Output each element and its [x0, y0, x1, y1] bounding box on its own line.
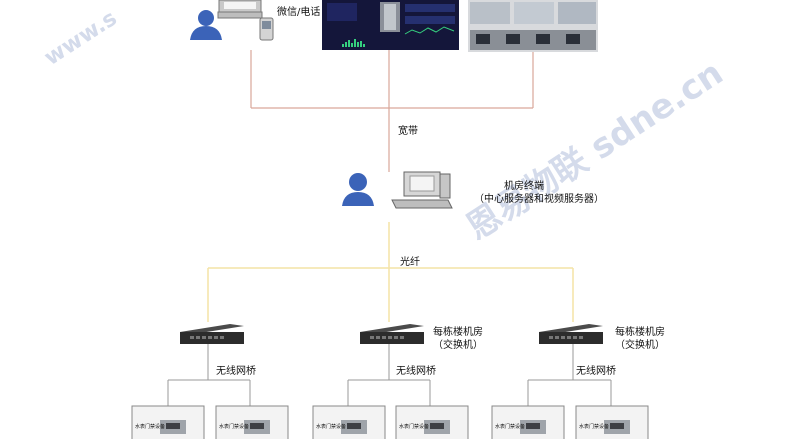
- fiber-lines: [207, 222, 574, 322]
- network-switch-icon: [539, 324, 603, 344]
- server-room-user-icon: [342, 173, 374, 206]
- server-room-subtitle: （中心服务器和视频服务器）: [474, 194, 604, 205]
- network-switch-icon: [360, 324, 424, 344]
- mobile-phone-icon: [259, 17, 274, 41]
- device-caption: 水表门禁设备: [135, 424, 166, 430]
- user-icon: [190, 10, 222, 40]
- building-room-subtitle: （交换机）: [433, 340, 483, 351]
- building-room-label-2: 每栋楼机房 （交换机）: [610, 326, 670, 352]
- access-device-icon: [491, 405, 565, 439]
- access-device-icon: [575, 405, 649, 439]
- broadband-label: 宽带: [398, 126, 418, 137]
- access-device-icon: [312, 405, 386, 439]
- access-device-icon: [395, 405, 469, 439]
- wechat-phone-label: 微信/电话: [277, 7, 321, 18]
- server-room-label: 机房终端 （中心服务器和视频服务器）: [474, 180, 604, 206]
- access-device-icon: [131, 405, 205, 439]
- access-device-icon: [215, 405, 289, 439]
- wireless-bridge-label-2: 无线网桥: [396, 366, 436, 377]
- desktop-computer-icon: [217, 0, 263, 19]
- building-room-title: 每栋楼机房: [615, 327, 665, 338]
- server-room-title: 机房终端: [504, 181, 544, 192]
- device-caption: 水表门禁设备: [219, 424, 250, 430]
- switch-lines: [167, 344, 612, 406]
- network-switch-icon: [180, 324, 244, 344]
- building-room-label-1: 每栋楼机房 （交换机）: [428, 326, 488, 352]
- device-caption: 水表门禁设备: [495, 424, 526, 430]
- wireless-bridge-label-3: 无线网桥: [576, 366, 616, 377]
- device-caption: 水表门禁设备: [399, 424, 430, 430]
- device-caption: 水表门禁设备: [316, 424, 347, 430]
- fiber-label: 光纤: [400, 257, 420, 268]
- monitor-screen-icon: [322, 0, 459, 50]
- building-room-subtitle: （交换机）: [615, 340, 665, 351]
- broadband-lines: [250, 50, 534, 172]
- device-caption: 水表门禁设备: [579, 424, 610, 430]
- control-room-photo: [468, 0, 598, 52]
- building-room-title: 每栋楼机房: [433, 327, 483, 338]
- server-room-computer-icon: [391, 171, 453, 209]
- wireless-bridge-label-1: 无线网桥: [216, 366, 256, 377]
